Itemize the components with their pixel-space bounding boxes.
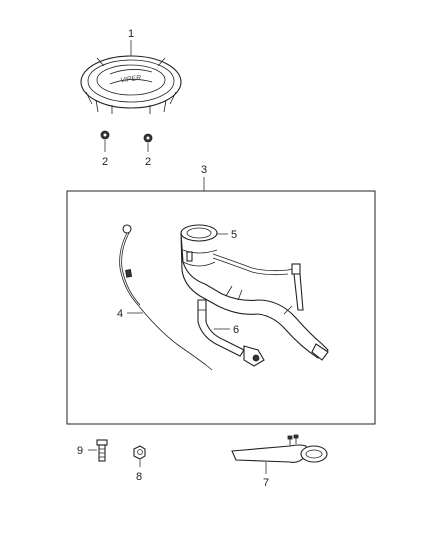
- callout-5: 5: [231, 229, 237, 241]
- part-4-wire: [119, 224, 213, 371]
- callout-4: 4: [117, 308, 123, 320]
- callout-8: 8: [136, 471, 142, 483]
- assembly-group-box: [66, 190, 376, 425]
- part-1-fuel-door: VIPER: [80, 55, 182, 114]
- part-6-vent-hose: [197, 299, 265, 367]
- part-2-nut-left: [100, 130, 110, 140]
- callout-2-left: 2: [102, 156, 108, 168]
- callout-3: 3: [201, 164, 207, 176]
- part-5-filler-neck: [180, 224, 329, 361]
- callout-1: 1: [128, 28, 134, 40]
- callout-9: 9: [77, 445, 83, 457]
- part-9-bolt: [96, 439, 108, 462]
- part-8-nut: [133, 445, 146, 460]
- part-2-nut-right: [143, 133, 153, 143]
- callout-6: 6: [233, 324, 239, 336]
- callout-2-right: 2: [145, 156, 151, 168]
- badge-logo-text: VIPER: [120, 75, 142, 85]
- callout-7: 7: [263, 477, 269, 489]
- part-7-housing: [231, 434, 328, 463]
